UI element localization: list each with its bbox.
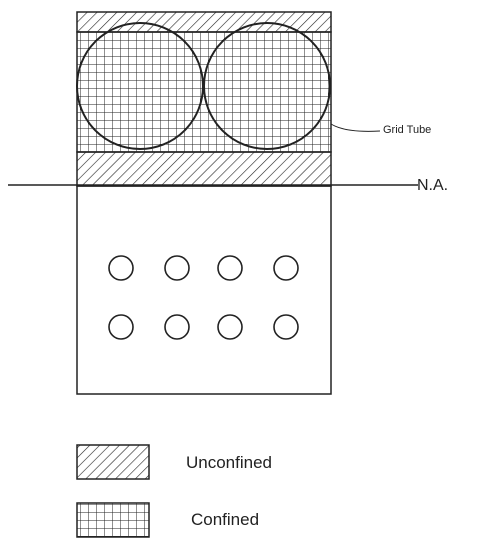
rebar-circle: [273, 255, 299, 281]
beam-web: [76, 185, 332, 395]
rebar-circle: [164, 255, 190, 281]
rebar-circle: [217, 255, 243, 281]
grid-tube-label: Grid Tube: [383, 124, 432, 136]
rebar-circle: [273, 314, 299, 340]
legend-confined-swatch: [76, 502, 150, 538]
rebar-circle: [164, 314, 190, 340]
grid-tube-right: [203, 22, 331, 150]
legend-confined-label: Confined: [191, 510, 260, 529]
bottom-unconfined-band: [76, 151, 332, 187]
legend-unconfined-label: Unconfined: [186, 453, 273, 472]
neutral-axis-label: N.A.: [417, 177, 449, 194]
legend-unconfined-swatch: [76, 444, 150, 480]
rebar-circle: [108, 314, 134, 340]
rebar-group: [108, 255, 299, 340]
rebar-circle: [217, 314, 243, 340]
grid-tube-leader: [330, 123, 381, 132]
rebar-circle: [108, 255, 134, 281]
